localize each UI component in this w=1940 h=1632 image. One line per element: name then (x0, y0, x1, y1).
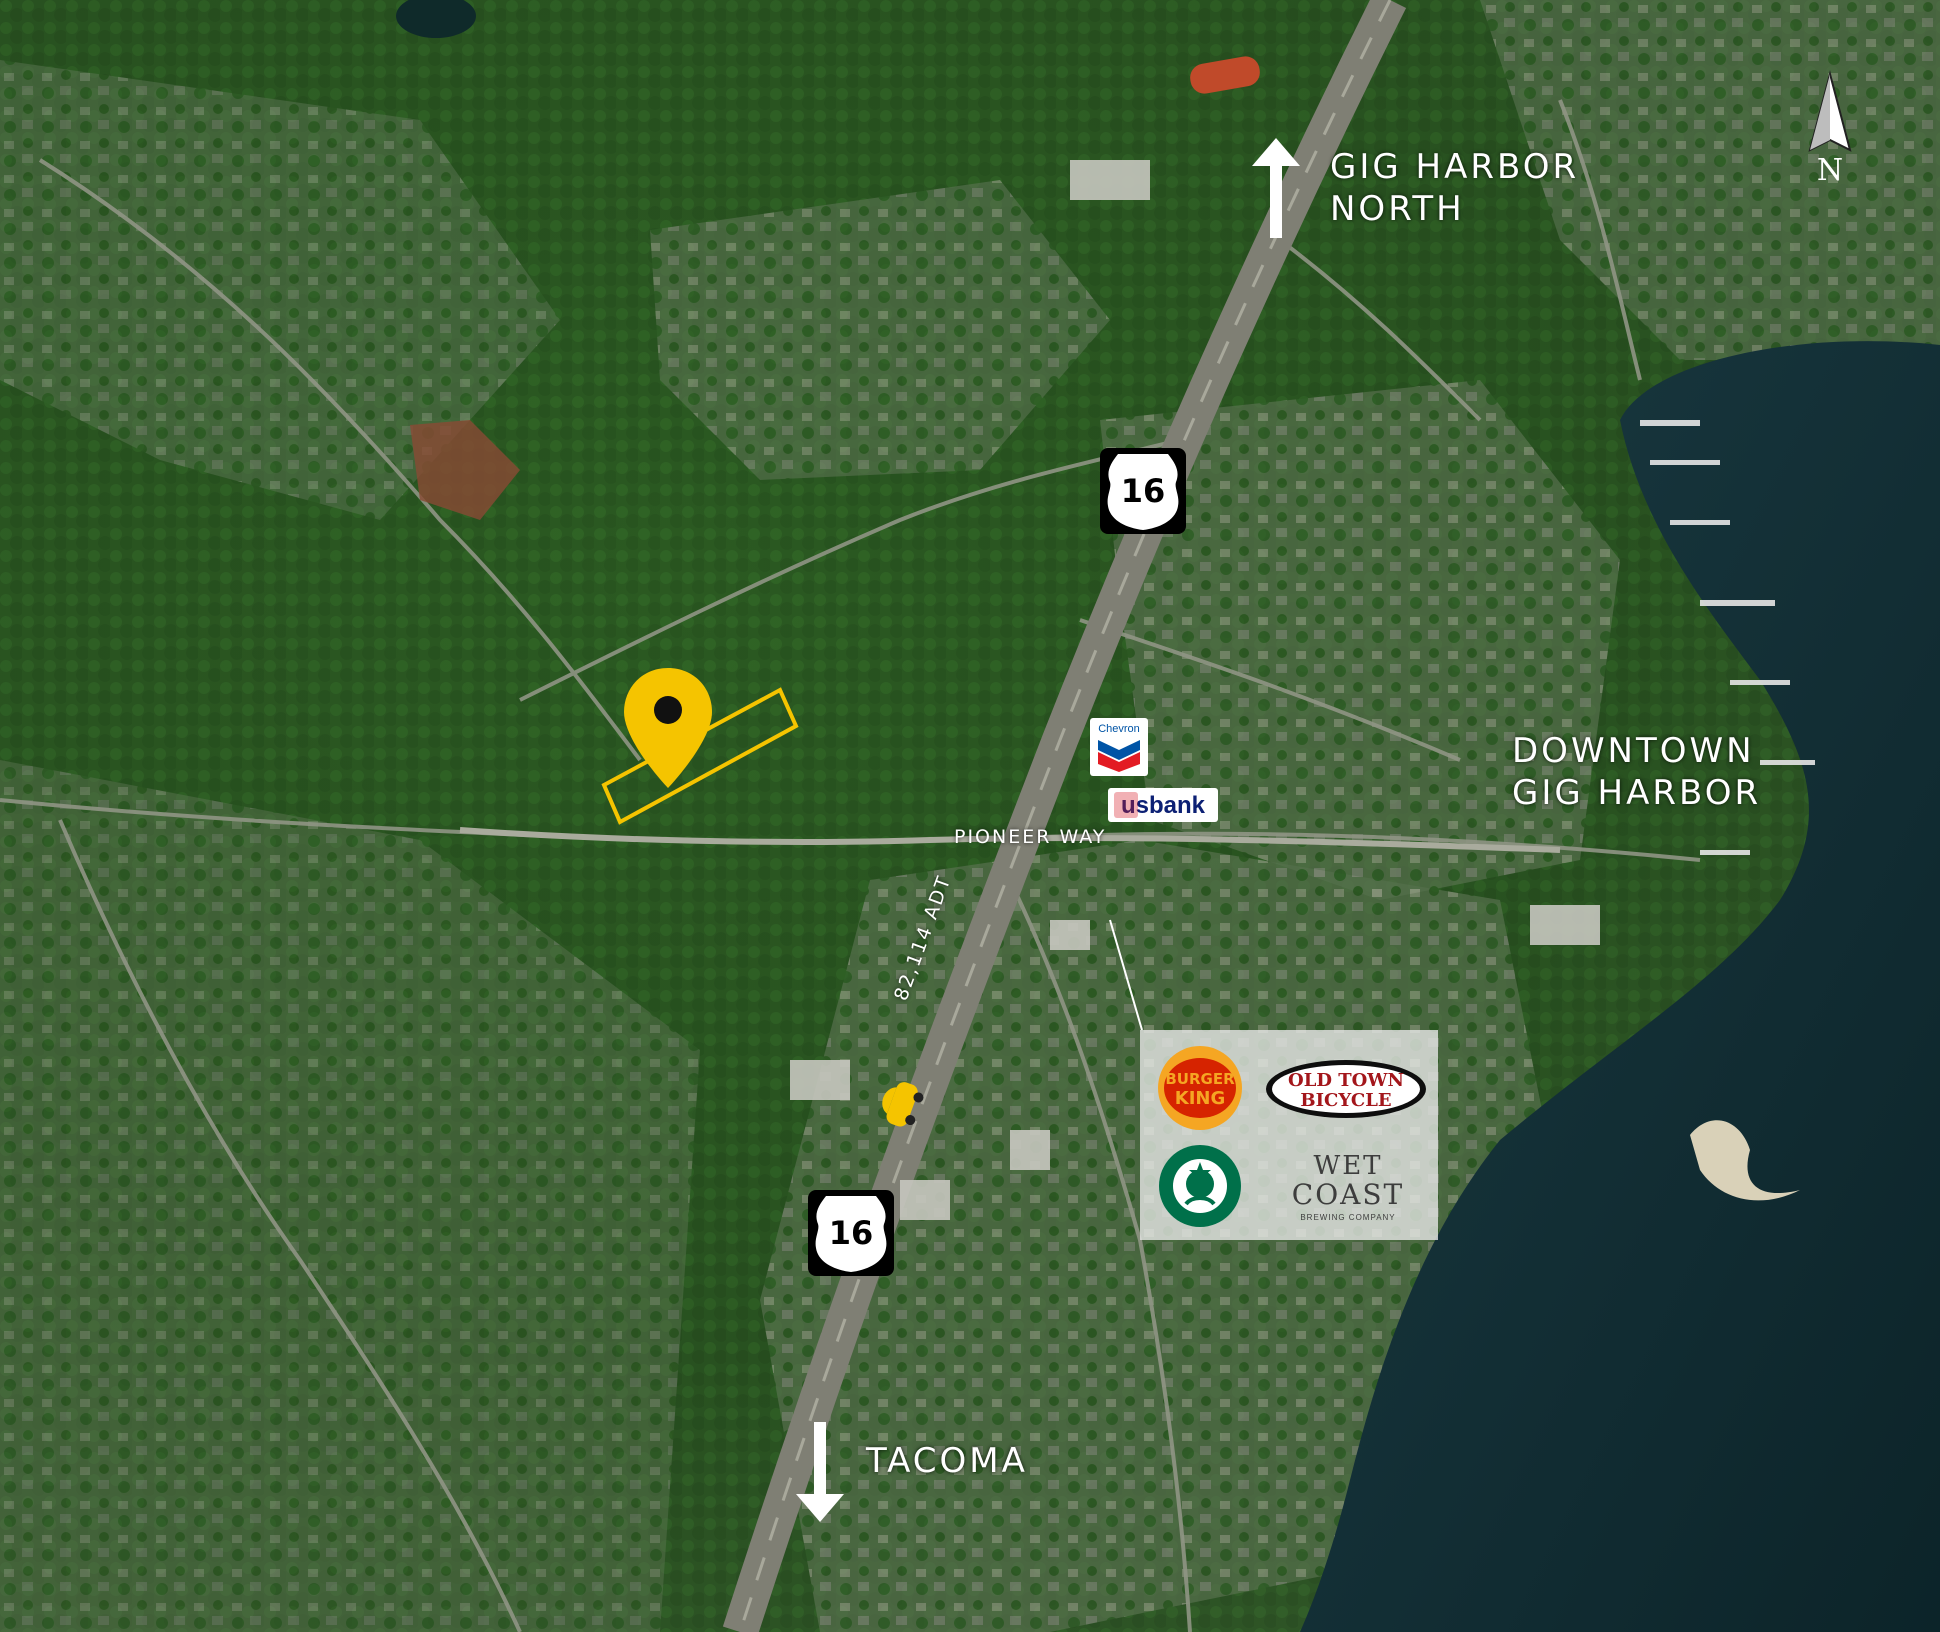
starbucks-logo (1159, 1145, 1241, 1227)
nearby-brands-panel: BURGER KING OLD TOWN BICYCLE WET COAST B… (1140, 1030, 1438, 1240)
svg-text:16: 16 (1121, 472, 1166, 510)
running-track (1190, 56, 1260, 94)
downtown-gig-harbor-label: DOWNTOWN GIG HARBOR (1512, 731, 1762, 813)
tacoma-label: TACOMA (866, 1441, 1028, 1481)
svg-text:WET: WET (1313, 1151, 1382, 1181)
pioneer-way-label: PIONEER WAY (954, 826, 1107, 848)
property-boundary (601, 687, 799, 825)
compass-label: N (1817, 153, 1843, 188)
svg-text:usbank: usbank (1121, 792, 1206, 819)
north-arrow-icon: N (1808, 70, 1852, 188)
burger-king-logo: BURGER KING (1158, 1046, 1242, 1130)
car-icon (882, 1082, 924, 1127)
arrow-down-icon (796, 1422, 844, 1522)
svg-text:BURGER: BURGER (1165, 1070, 1235, 1088)
svg-text:COAST: COAST (1292, 1178, 1404, 1211)
old-town-bicycle-logo: OLD TOWN BICYCLE (1266, 1060, 1426, 1118)
gig-harbor-bay (1300, 341, 1940, 1632)
pioneer-way-road (459, 827, 1561, 853)
svg-text:BREWING COMPANY: BREWING COMPANY (1300, 1213, 1395, 1222)
svg-text:KING: KING (1175, 1088, 1225, 1109)
usbank-logo: usbank (1108, 788, 1218, 822)
chevron-logo: Chevron (1090, 718, 1148, 776)
gig-harbor-north-label: GIG HARBOR NORTH (1330, 147, 1580, 229)
highway-16-road (722, 0, 1407, 1632)
svg-text:BICYCLE: BICYCLE (1300, 1090, 1391, 1111)
local-roads (0, 99, 1701, 1632)
highway-16-shield-north: 16 (1100, 448, 1186, 534)
highway-16-shield-south: 16 (808, 1190, 894, 1276)
arrow-up-icon (1252, 138, 1300, 238)
commercial-buildings (790, 160, 1600, 1220)
wet-coast-brewing-logo: WET COAST BREWING COMPANY (1292, 1151, 1404, 1222)
svg-text:OLD TOWN: OLD TOWN (1288, 1070, 1404, 1091)
location-pin-icon[interactable] (620, 664, 716, 792)
sand-spit (1690, 1120, 1800, 1201)
svg-text:16: 16 (829, 1214, 874, 1252)
svg-text:Chevron: Chevron (1098, 723, 1140, 735)
marina-docks (1640, 420, 1815, 855)
